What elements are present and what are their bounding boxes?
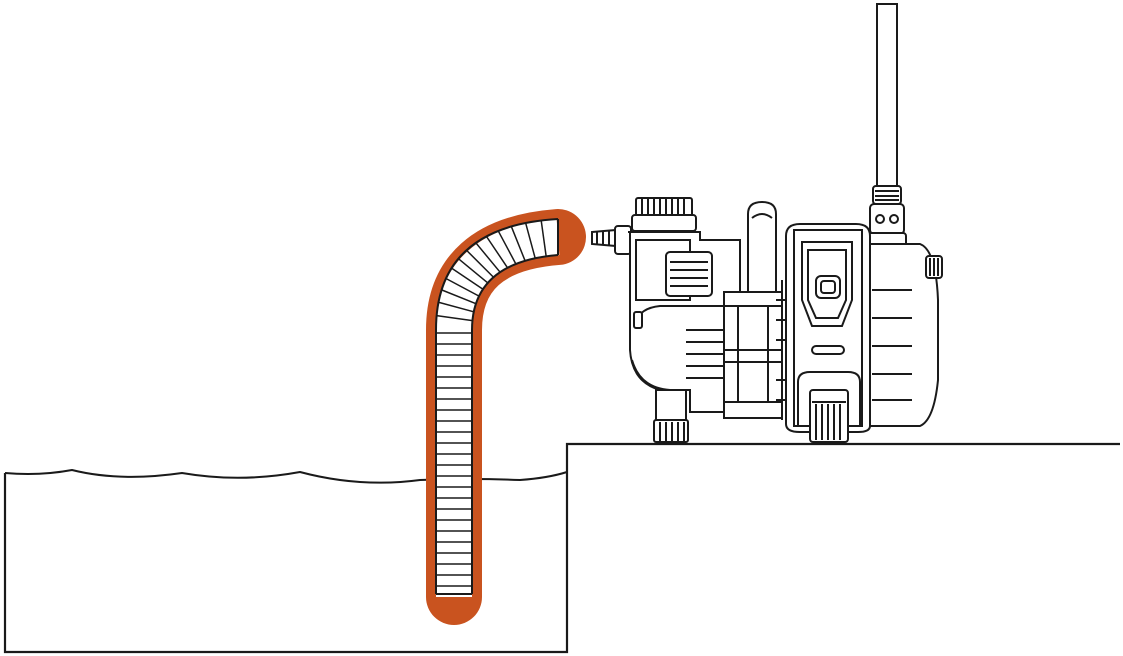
hose-body [436, 219, 560, 597]
pump-coupling [723, 280, 783, 420]
hose-rib [524, 222, 536, 259]
water-surface [4, 468, 568, 484]
hose-rib [540, 220, 547, 257]
hose-outline-inner [471, 254, 559, 594]
water-tank [3, 442, 1120, 654]
inlet-connector [591, 225, 632, 255]
hose-rib [475, 242, 501, 273]
pressure-hose [867, 3, 907, 250]
hose-rib [441, 289, 477, 305]
garden-pump [591, 3, 943, 443]
hose-rib [436, 314, 473, 322]
hose-rib [465, 249, 495, 278]
filler-cap [631, 197, 697, 232]
hose-rib [451, 267, 484, 290]
status-indicator [811, 345, 845, 355]
hose-rib [445, 277, 480, 297]
carry-handle [747, 200, 777, 293]
pump-housing [628, 231, 741, 413]
hose-outline-outer [435, 218, 559, 594]
hose-rib [438, 301, 474, 313]
control-panel [785, 223, 871, 433]
hose-rib [485, 235, 509, 269]
motor-housing [869, 243, 943, 427]
pump-foot [809, 389, 849, 443]
suction-hose [426, 209, 586, 625]
hose-rib [510, 226, 526, 262]
drain-plug [653, 389, 689, 443]
hose-rib [497, 230, 517, 265]
cooling-ribs [776, 299, 786, 401]
hose-rib [457, 258, 489, 284]
hose-ribs [436, 220, 547, 587]
